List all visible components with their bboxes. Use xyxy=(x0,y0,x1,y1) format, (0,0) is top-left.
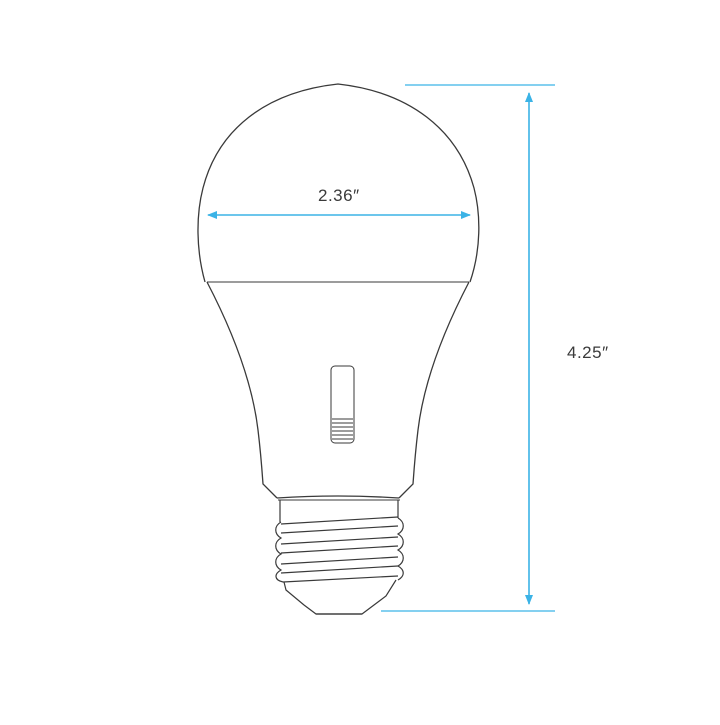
collar xyxy=(276,495,400,499)
screw-base xyxy=(275,499,404,615)
bulb-body-right xyxy=(398,281,470,499)
height-dimension-label: 4.25″ xyxy=(567,343,609,362)
switch-slider-icon xyxy=(330,365,355,444)
width-dimension-label: 2.36″ xyxy=(318,186,360,205)
bulb-dome xyxy=(197,83,480,283)
bulb-body-left xyxy=(206,281,278,499)
height-dimension xyxy=(381,84,555,612)
bulb-outline xyxy=(197,83,480,499)
base-tip xyxy=(283,579,397,615)
